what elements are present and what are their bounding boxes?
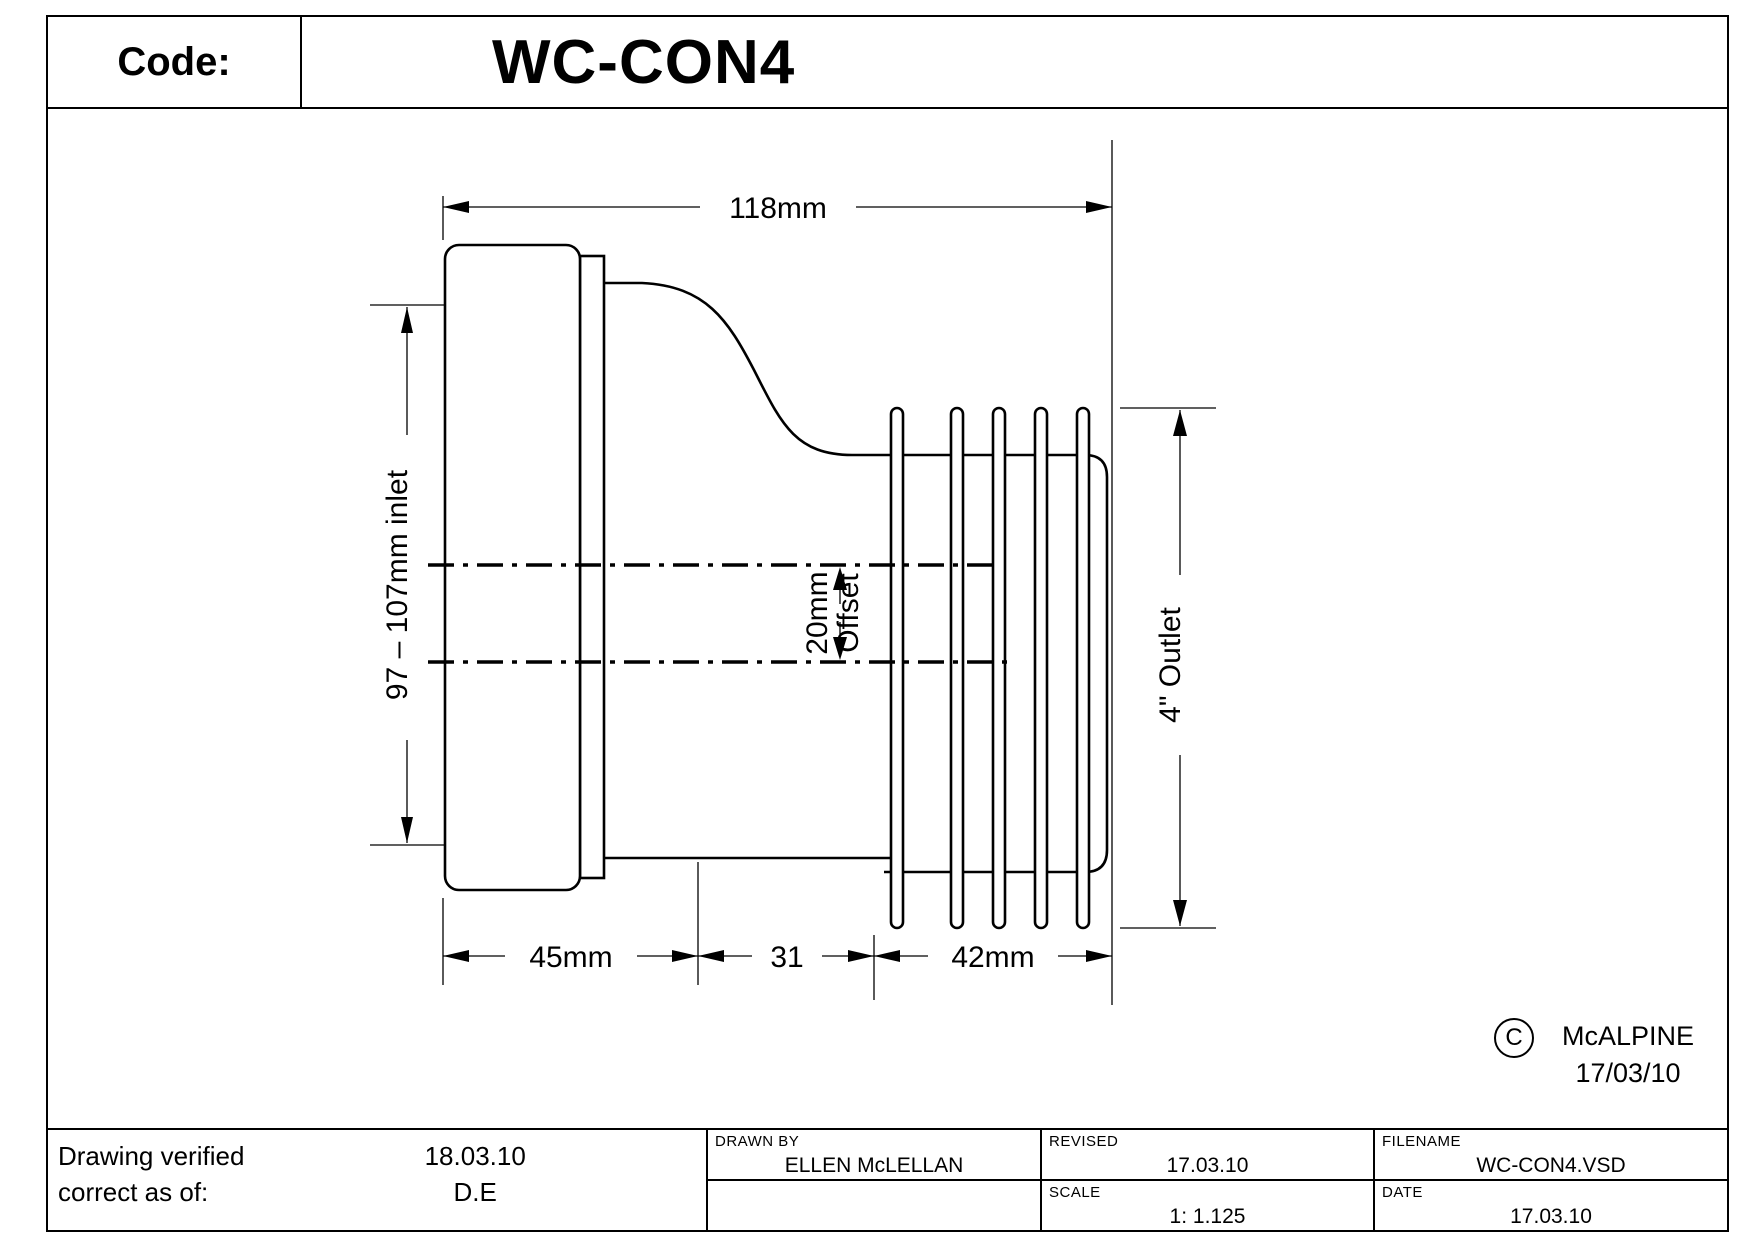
dim-fins-label: 42mm <box>951 941 1034 974</box>
revised-value: 17.03.10 <box>1166 1154 1249 1177</box>
filename-value: WC-CON4.VSD <box>1476 1154 1626 1177</box>
scale-label: SCALE <box>1049 1184 1101 1201</box>
dimension-arrowheads <box>401 201 1187 962</box>
product-code: WC-CON4 <box>492 27 796 97</box>
verified-date: 18.03.10 <box>424 1141 526 1171</box>
outlet-fins <box>889 406 1091 930</box>
filename-cell: FILENAME WC-CON4.VSD <box>1375 1130 1727 1181</box>
revised-label: REVISED <box>1049 1133 1119 1150</box>
copyright-icon: C <box>1494 1018 1534 1058</box>
seal-plate <box>578 254 606 880</box>
dim-inlet-label: 97 – 107mm inlet <box>381 469 414 700</box>
part-outline <box>443 243 1109 930</box>
drawn-by-column: DRAWN BY ELLEN McLELLAN <box>708 1130 1042 1230</box>
dim-offset-label-line1: 20mm <box>801 571 834 654</box>
date-cell: DATE 17.03.10 <box>1375 1181 1727 1230</box>
verified-label-line1: Drawing verified <box>58 1141 245 1171</box>
copyright-name: McALPINE <box>1562 1021 1695 1051</box>
drawn-by-empty-cell <box>708 1181 1040 1230</box>
centerlines <box>428 563 1008 664</box>
verified-initials: D.E <box>453 1177 497 1207</box>
extension-lines <box>370 140 1216 1005</box>
code-cell: Code: <box>48 17 302 107</box>
date-label: DATE <box>1382 1184 1423 1201</box>
code-label: Code: <box>117 39 231 84</box>
dim-overall-length-label: 118mm <box>729 192 827 225</box>
dim-cup-label: 45mm <box>529 941 612 974</box>
revised-scale-column: REVISED 17.03.10 SCALE 1: 1.125 <box>1042 1130 1375 1230</box>
scale-value: 1: 1.125 <box>1169 1205 1246 1228</box>
date-value: 17.03.10 <box>1510 1205 1592 1228</box>
copyright-symbol: C <box>1505 1024 1523 1051</box>
verified-cell: Drawing verified correct as of: 18.03.10… <box>48 1130 708 1230</box>
copyright-block: C McALPINE 17/03/10 <box>1494 1018 1694 1092</box>
inlet-cup <box>443 243 582 892</box>
drawn-by-cell: DRAWN BY ELLEN McLELLAN <box>708 1130 1040 1181</box>
drawn-by-value: ELLEN McLELLAN <box>784 1154 964 1177</box>
copyright-date: 17/03/10 <box>1575 1058 1681 1088</box>
footer-table: Drawing verified correct as of: 18.03.10… <box>46 1128 1729 1232</box>
dim-neck-label: 31 <box>770 941 803 974</box>
dim-outlet-label: 4" Outlet <box>1154 606 1187 722</box>
verified-label-line2: correct as of: <box>58 1177 209 1207</box>
filename-label: FILENAME <box>1382 1133 1462 1150</box>
neck-and-outlet-body <box>604 281 1109 874</box>
title-cell: WC-CON4 <box>302 17 1727 107</box>
scale-cell: SCALE 1: 1.125 <box>1042 1181 1373 1230</box>
filename-date-column: FILENAME WC-CON4.VSD DATE 17.03.10 <box>1375 1130 1727 1230</box>
dim-offset-label-line2: Offset <box>832 573 865 653</box>
drawn-by-label: DRAWN BY <box>715 1133 800 1150</box>
title-block: Code: WC-CON4 <box>46 15 1729 109</box>
revised-cell: REVISED 17.03.10 <box>1042 1130 1373 1181</box>
